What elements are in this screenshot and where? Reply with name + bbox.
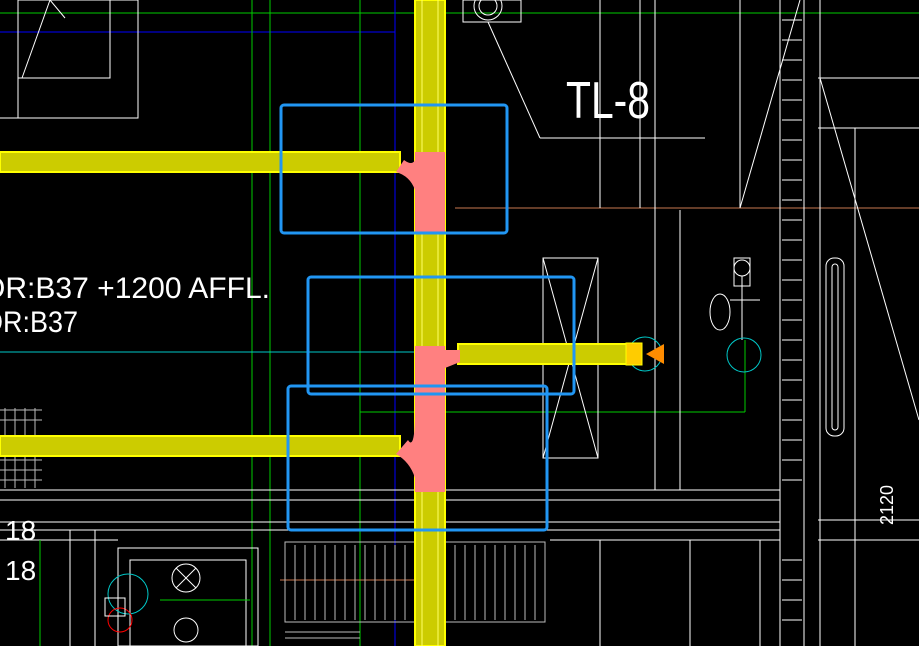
branch-pipe-bottom-left	[0, 435, 401, 457]
tee-fitting-middle	[415, 346, 460, 420]
pipe-network	[0, 0, 664, 646]
highlight-boxes[interactable]	[279, 103, 576, 532]
pipe-fittings	[396, 152, 460, 492]
reference-label: OR:B37	[0, 306, 78, 339]
branch-pipe-middle-right	[457, 343, 639, 365]
reference-18-label-b: 18	[5, 555, 36, 586]
ladder-hatch	[782, 19, 802, 621]
valve-icon	[646, 344, 664, 364]
grating-hatch	[0, 408, 546, 639]
tee-fitting-top	[396, 152, 445, 232]
highlight-box-top[interactable]	[279, 103, 509, 235]
main-vertical-pipe	[414, 0, 446, 646]
reference-18-label-a: 18	[5, 515, 36, 546]
highlight-box-middle[interactable]	[306, 275, 576, 396]
tag-tl8-label: TL-8	[566, 72, 650, 130]
dimension-2120-label: 2120	[877, 485, 897, 525]
elevation-label: OR:B37 +1200 AFFL.	[0, 272, 270, 305]
branch-pipe-top-left	[0, 151, 401, 173]
tee-fitting-bottom	[396, 420, 445, 492]
highlight-box-bottom[interactable]	[286, 384, 549, 532]
